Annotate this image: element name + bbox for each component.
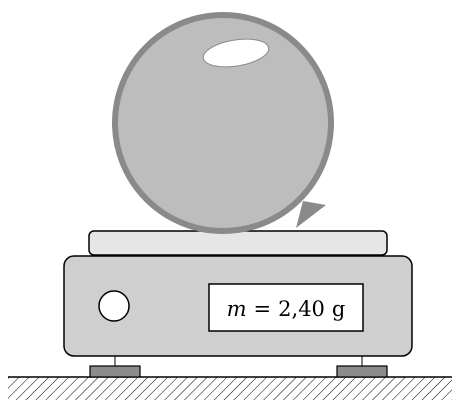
scale-platform — [88, 230, 388, 256]
ground-hatching — [8, 377, 452, 400]
readout-unit: g — [332, 297, 345, 321]
display-readout: m =2,40 g — [227, 297, 346, 321]
readout-value: 2,40 — [278, 297, 325, 321]
balloon-knot — [296, 201, 326, 228]
balloon-body — [112, 12, 334, 234]
scale-knob — [98, 290, 130, 322]
scale-feet — [89, 356, 388, 378]
ground — [8, 376, 452, 400]
scale-display: m =2,40 g — [208, 283, 364, 332]
left-foot — [89, 365, 141, 378]
readout-equals: = — [254, 297, 272, 321]
display-window — [208, 283, 364, 332]
balloon — [112, 12, 334, 234]
right-foot — [336, 365, 388, 378]
readout-variable: m — [227, 297, 247, 321]
balloon-highlight — [202, 38, 270, 68]
